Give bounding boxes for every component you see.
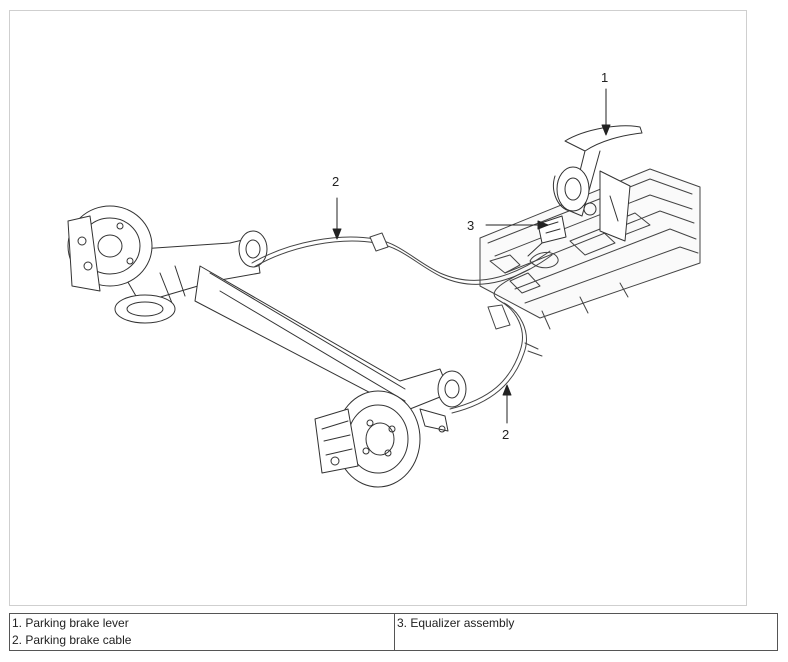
- diagram-frame: 1 2 3 2: [9, 10, 747, 606]
- callout-1-lever: 1: [601, 70, 609, 85]
- legend-cell-right: 3. Equalizer assembly: [394, 613, 778, 651]
- callout-2-cable-upper: 2: [332, 174, 340, 189]
- legend-item: 1. Parking brake lever: [12, 616, 129, 630]
- floor-pan: [479, 168, 701, 330]
- equalizer-assembly: [527, 215, 567, 257]
- legend-row: 1. Parking brake lever 2. Parking brake …: [9, 613, 778, 651]
- legend-item: 2. Parking brake cable: [12, 633, 132, 647]
- legend-cell-left: 1. Parking brake lever 2. Parking brake …: [9, 613, 395, 651]
- callout-arrows: [332, 88, 611, 424]
- left-rear-hub: [67, 205, 176, 324]
- rear-axle-beam: [109, 230, 467, 412]
- parking-brake-assembly-illustration: [67, 88, 701, 488]
- parking-brake-cables: [251, 232, 553, 414]
- callout-3-equalizer: 3: [467, 218, 475, 233]
- parking-brake-lever: [553, 125, 643, 242]
- callout-2-cable-lower: 2: [502, 427, 510, 442]
- right-rear-disc-brake: [314, 390, 449, 488]
- legend-table: 1. Parking brake lever 2. Parking brake …: [9, 613, 778, 651]
- legend-item: 3. Equalizer assembly: [397, 616, 515, 630]
